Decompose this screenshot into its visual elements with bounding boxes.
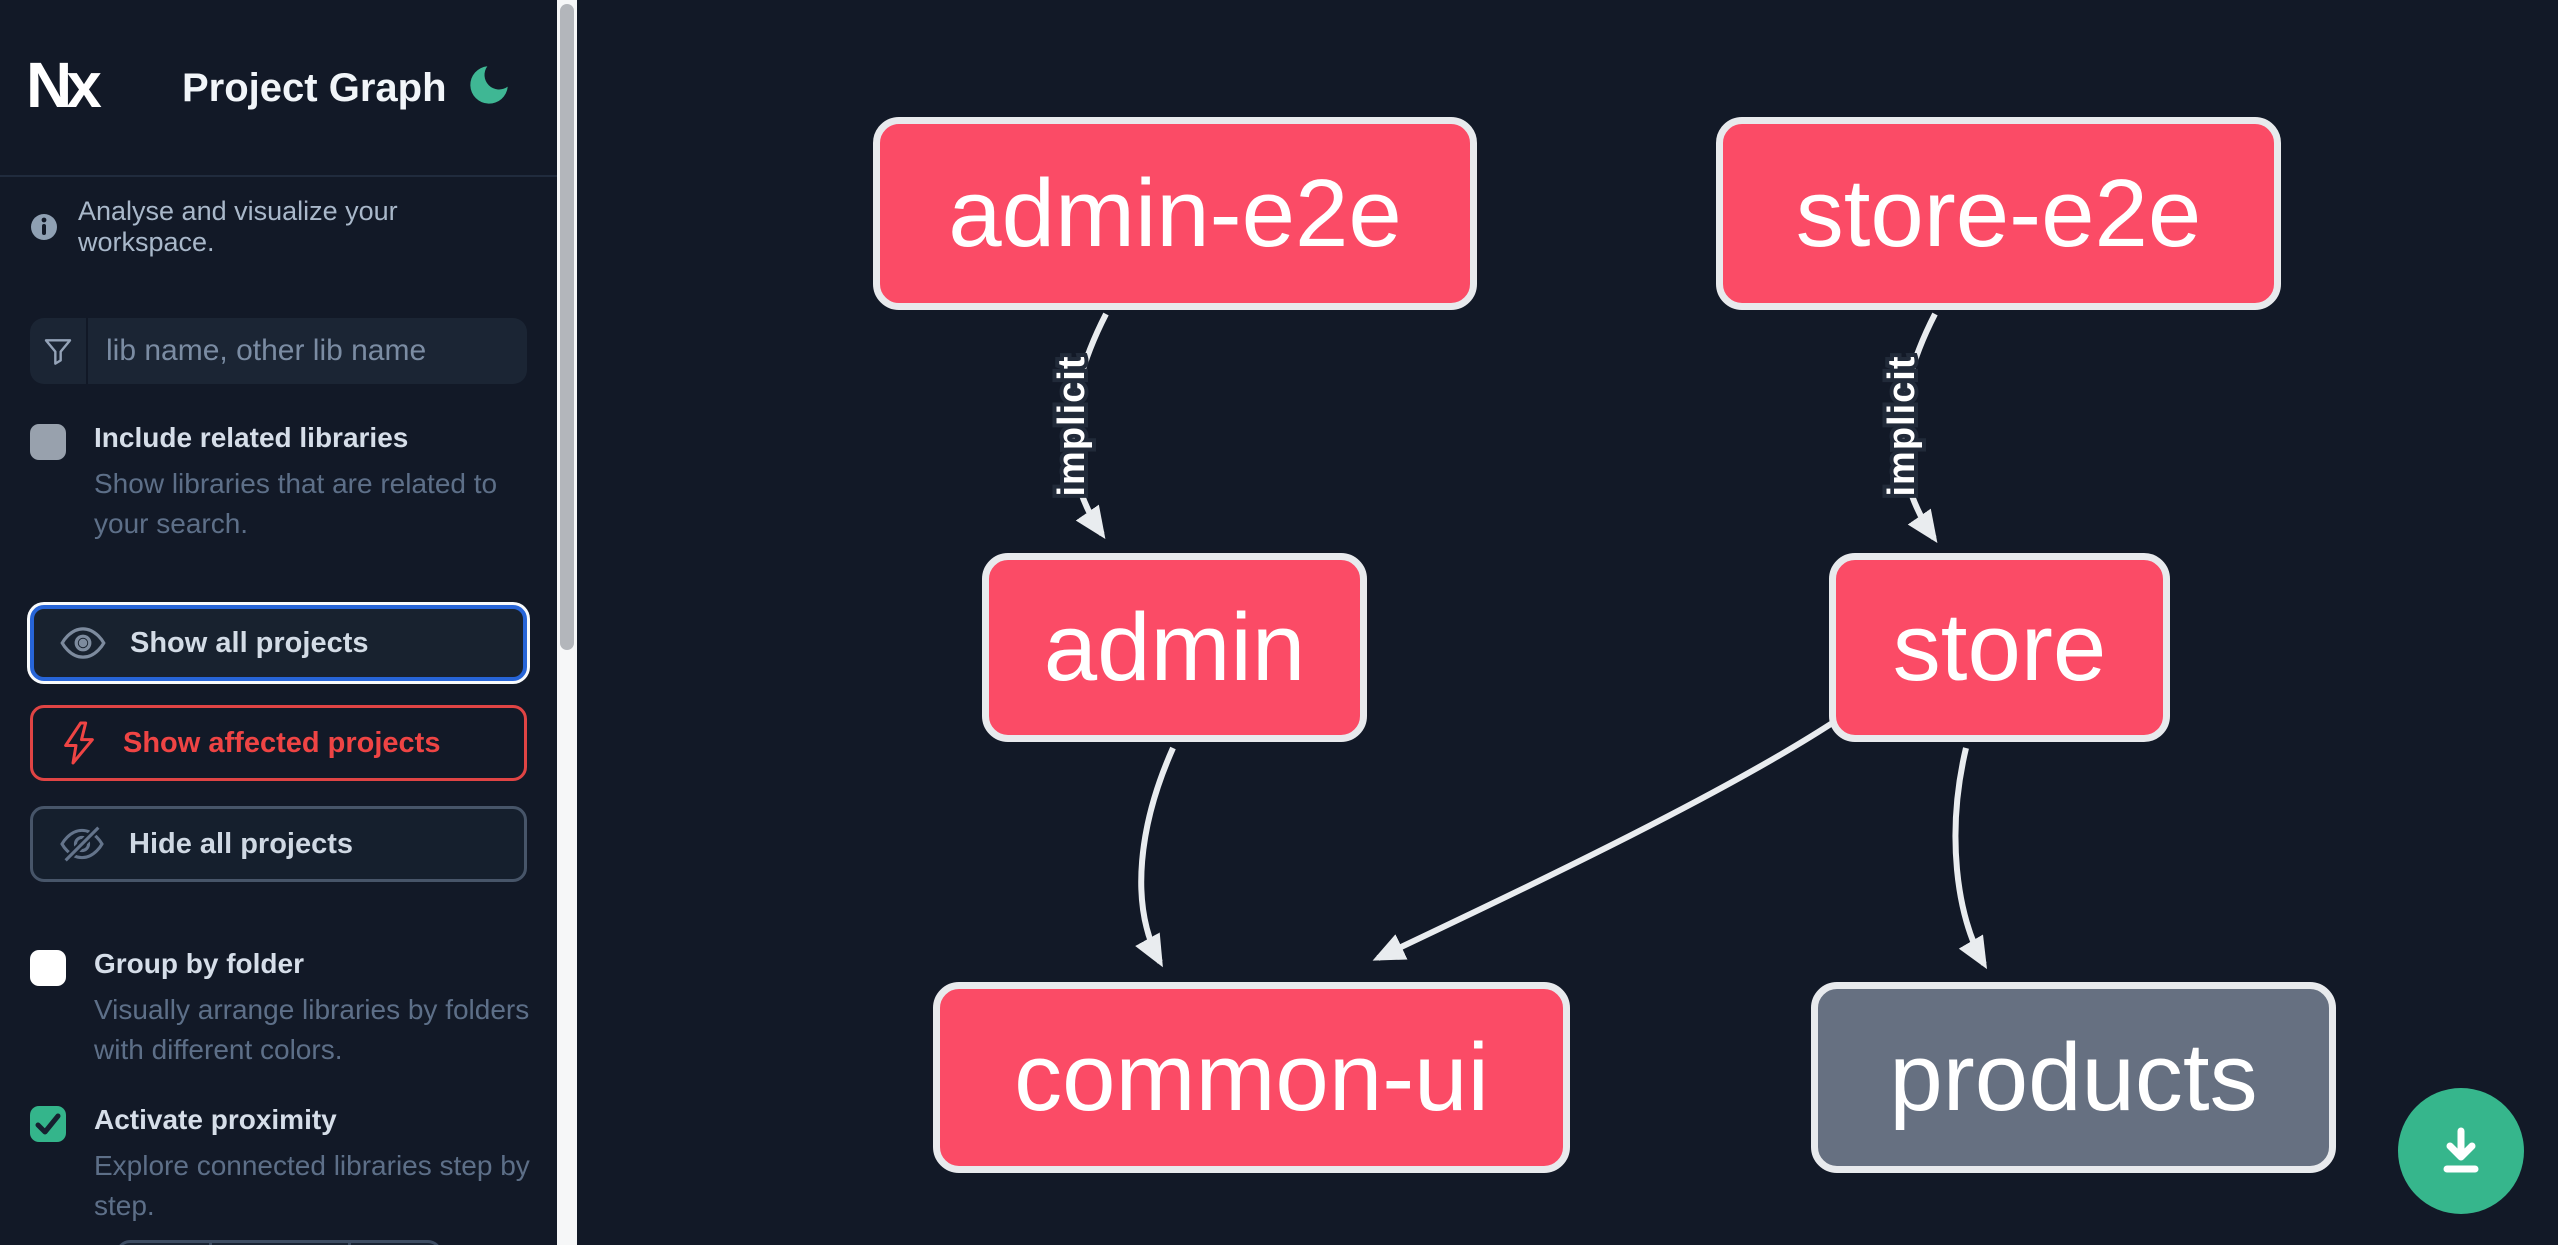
nx-logo: Nx <box>26 49 102 121</box>
option-description: Visually arrange libraries by folders wi… <box>94 994 530 1065</box>
button-label: Hide all projects <box>129 827 354 860</box>
funnel-icon <box>44 339 72 365</box>
edge-label-implicit: implicit <box>1881 355 1923 496</box>
toggle-segment[interactable] <box>119 1243 212 1245</box>
dark-mode-toggle[interactable] <box>464 60 514 110</box>
node-label: products <box>1889 1023 2258 1131</box>
lightning-bolt-icon <box>64 721 94 765</box>
show-all-projects-button[interactable]: Show all projects <box>30 605 527 681</box>
filter-input[interactable] <box>88 318 527 384</box>
checkmark-icon <box>35 1113 61 1135</box>
option-label: Include related libraries <box>94 422 409 453</box>
sidebar-header: Nx Project Graph <box>0 0 557 177</box>
edge-store-e2e-store[interactable] <box>1898 312 1938 543</box>
node-products[interactable]: products <box>1811 982 2336 1173</box>
edge-label-implicit: implicit <box>1051 355 1093 496</box>
edge-admin-common-ui[interactable] <box>1135 746 1176 968</box>
tagline-row: Analyse and visualize your workspace. <box>30 196 530 258</box>
info-icon <box>31 214 57 240</box>
node-store-e2e[interactable]: store-e2e <box>1716 117 2281 310</box>
node-admin[interactable]: admin <box>982 553 1367 742</box>
node-label: common-ui <box>1014 1023 1489 1131</box>
option-activate-proximity: Activate proximity Explore connected lib… <box>30 1104 530 1226</box>
page-title: Project Graph <box>182 66 447 110</box>
node-label: admin-e2e <box>948 159 1402 267</box>
sidebar-scrollbar-thumb[interactable] <box>560 4 574 650</box>
node-common-ui[interactable]: common-ui <box>933 982 1570 1173</box>
option-label: Group by folder <box>94 948 304 979</box>
download-icon <box>2443 1127 2479 1173</box>
option-include-related: Include related libraries Show libraries… <box>30 422 530 544</box>
edges-layer: implicit implicit <box>1047 312 1988 970</box>
moon-icon <box>470 66 508 104</box>
bottom-view-toggle-partial[interactable] <box>116 1240 442 1245</box>
button-label: Show all projects <box>130 626 369 659</box>
node-store[interactable]: store <box>1829 553 2170 742</box>
eye-icon <box>60 627 106 659</box>
hide-all-projects-button[interactable]: Hide all projects <box>30 806 527 882</box>
show-affected-projects-button[interactable]: Show affected projects <box>30 705 527 781</box>
funnel-cell <box>30 318 88 384</box>
tagline-text: Analyse and visualize your workspace. <box>78 196 398 257</box>
download-button[interactable] <box>2398 1088 2524 1214</box>
node-label: store <box>1892 593 2107 701</box>
include-related-checkbox[interactable] <box>30 424 66 460</box>
group-by-folder-checkbox[interactable] <box>30 950 66 986</box>
activate-proximity-checkbox[interactable] <box>30 1106 66 1142</box>
edge-store-products[interactable] <box>1952 747 1988 970</box>
sidebar-scrollbar-track <box>557 0 577 1245</box>
option-description: Explore connected libraries step by step… <box>94 1150 530 1221</box>
button-label: Show affected projects <box>123 726 441 759</box>
edge-admin-e2e-admin[interactable] <box>1069 312 1109 539</box>
filter-box <box>30 318 527 384</box>
eye-off-icon <box>60 825 104 863</box>
toggle-segment[interactable] <box>212 1243 351 1245</box>
node-label: store-e2e <box>1795 159 2202 267</box>
node-admin-e2e[interactable]: admin-e2e <box>873 117 1477 310</box>
option-label: Activate proximity <box>94 1104 337 1135</box>
option-description: Show libraries that are related to your … <box>94 468 498 539</box>
project-graph-canvas[interactable]: implicit implicit admin-e2e store-e2e ad… <box>578 0 2558 1245</box>
option-group-by-folder: Group by folder Visually arrange librari… <box>30 948 530 1070</box>
node-label: admin <box>1043 593 1306 701</box>
edge-store-common-ui[interactable] <box>1372 715 1842 961</box>
sidebar: Nx Project Graph Analyse and visualize y… <box>0 0 557 1245</box>
